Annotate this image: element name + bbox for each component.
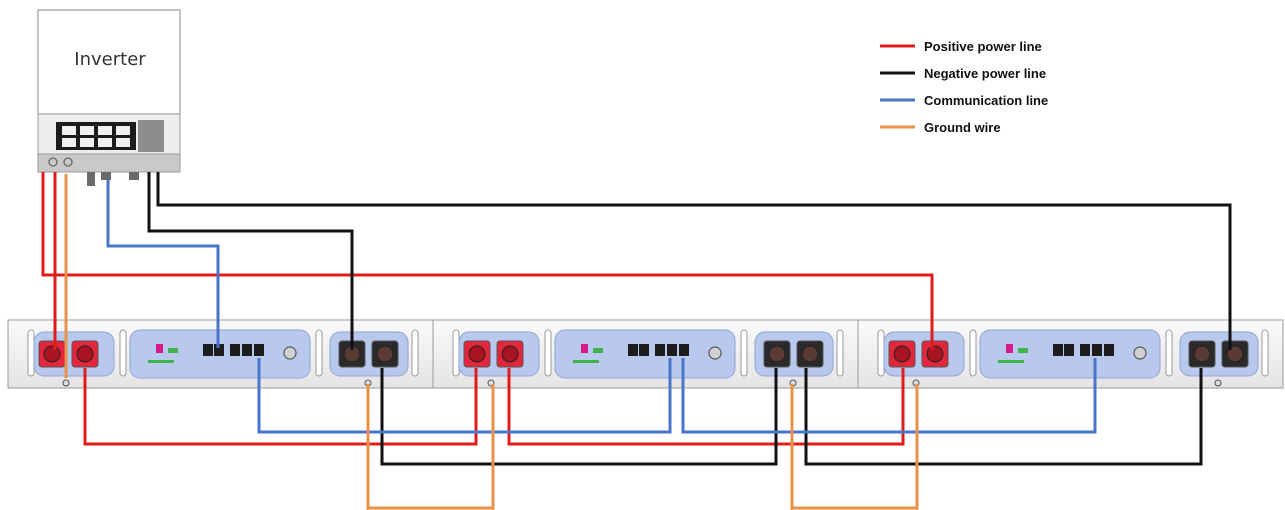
comm-port-icon [1104, 344, 1114, 356]
handle [877, 329, 885, 377]
comm-port-icon [1092, 344, 1102, 356]
negative-wire [147, 172, 354, 350]
negative-terminal [338, 340, 366, 368]
negative-terminal [1221, 340, 1249, 368]
comm-port-icon [1064, 344, 1074, 356]
negative-terminal [763, 340, 791, 368]
battery-module-1 [7, 319, 434, 389]
power-switch-icon [283, 346, 297, 360]
positive-terminal [496, 340, 524, 368]
battery-module-2 [432, 319, 859, 389]
communication-wire [106, 180, 220, 348]
legend-label-ground: Ground wire [924, 120, 1001, 135]
comm-port-icon [1080, 344, 1090, 356]
comm-port-icon [230, 344, 240, 356]
handle [740, 329, 748, 377]
handle [411, 329, 419, 377]
comm-port-icon [667, 344, 677, 356]
handle [969, 329, 977, 377]
positive-terminal [463, 340, 491, 368]
handle [1261, 329, 1269, 377]
legend-item-ground: Ground wire [880, 120, 1001, 135]
handle [544, 329, 552, 377]
indicator-strip-icon [998, 360, 1024, 363]
dip-switch-icon [168, 348, 178, 353]
status-indicator-icon [1006, 344, 1013, 353]
status-indicator-icon [156, 344, 163, 353]
indicator-strip-icon [573, 360, 599, 363]
negative-wire [804, 368, 1203, 466]
positive-terminal [38, 340, 66, 368]
legend-item-positive: Positive power line [880, 39, 1042, 54]
battery-module-3 [857, 319, 1284, 389]
comm-port-icon [1053, 344, 1063, 356]
comm-port-icon [214, 344, 224, 356]
handle [27, 329, 35, 377]
inverter-label: Inverter [74, 49, 146, 70]
dip-switch-icon [1018, 348, 1028, 353]
comm-port-icon [242, 344, 252, 356]
legend-item-communication: Communication line [880, 93, 1048, 108]
comm-port-icon [679, 344, 689, 356]
negative-terminal [371, 340, 399, 368]
positive-terminal [71, 340, 99, 368]
positive-terminal [921, 340, 949, 368]
comm-port-icon [655, 344, 665, 356]
legend-label-positive: Positive power line [924, 39, 1042, 54]
wires [41, 172, 1232, 510]
positive-wire [83, 368, 478, 446]
comm-port-icon [639, 344, 649, 356]
positive-wire [507, 368, 905, 446]
inverter-port-icon [63, 157, 73, 167]
power-switch-icon [708, 346, 722, 360]
handle [119, 329, 127, 377]
indicator-strip-icon [148, 360, 174, 363]
battery-modules [7, 319, 1284, 389]
inverter: Inverter [37, 9, 181, 186]
inverter-port-icon [48, 157, 58, 167]
communication-wire [257, 358, 672, 434]
negative-wire [156, 172, 1232, 350]
negative-terminal [1188, 340, 1216, 368]
comm-port-icon [203, 344, 213, 356]
handle [836, 329, 844, 377]
ground-screw-icon [1214, 379, 1222, 387]
handle [1165, 329, 1173, 377]
legend-label-communication: Communication line [924, 93, 1048, 108]
communication-wire [681, 358, 1097, 434]
comm-port-icon [628, 344, 638, 356]
negative-terminal [796, 340, 824, 368]
legend-item-negative: Negative power line [880, 66, 1046, 81]
power-switch-icon [1133, 346, 1147, 360]
handle [452, 329, 460, 377]
comm-port-icon [254, 344, 264, 356]
dip-switch-icon [593, 348, 603, 353]
legend-label-negative: Negative power line [924, 66, 1046, 81]
negative-wire [380, 368, 778, 466]
positive-terminal [888, 340, 916, 368]
legend: Positive power line Negative power line … [880, 39, 1048, 135]
positive-wire [41, 172, 934, 350]
ground-screw-icon [62, 379, 70, 387]
handle [315, 329, 323, 377]
status-indicator-icon [581, 344, 588, 353]
